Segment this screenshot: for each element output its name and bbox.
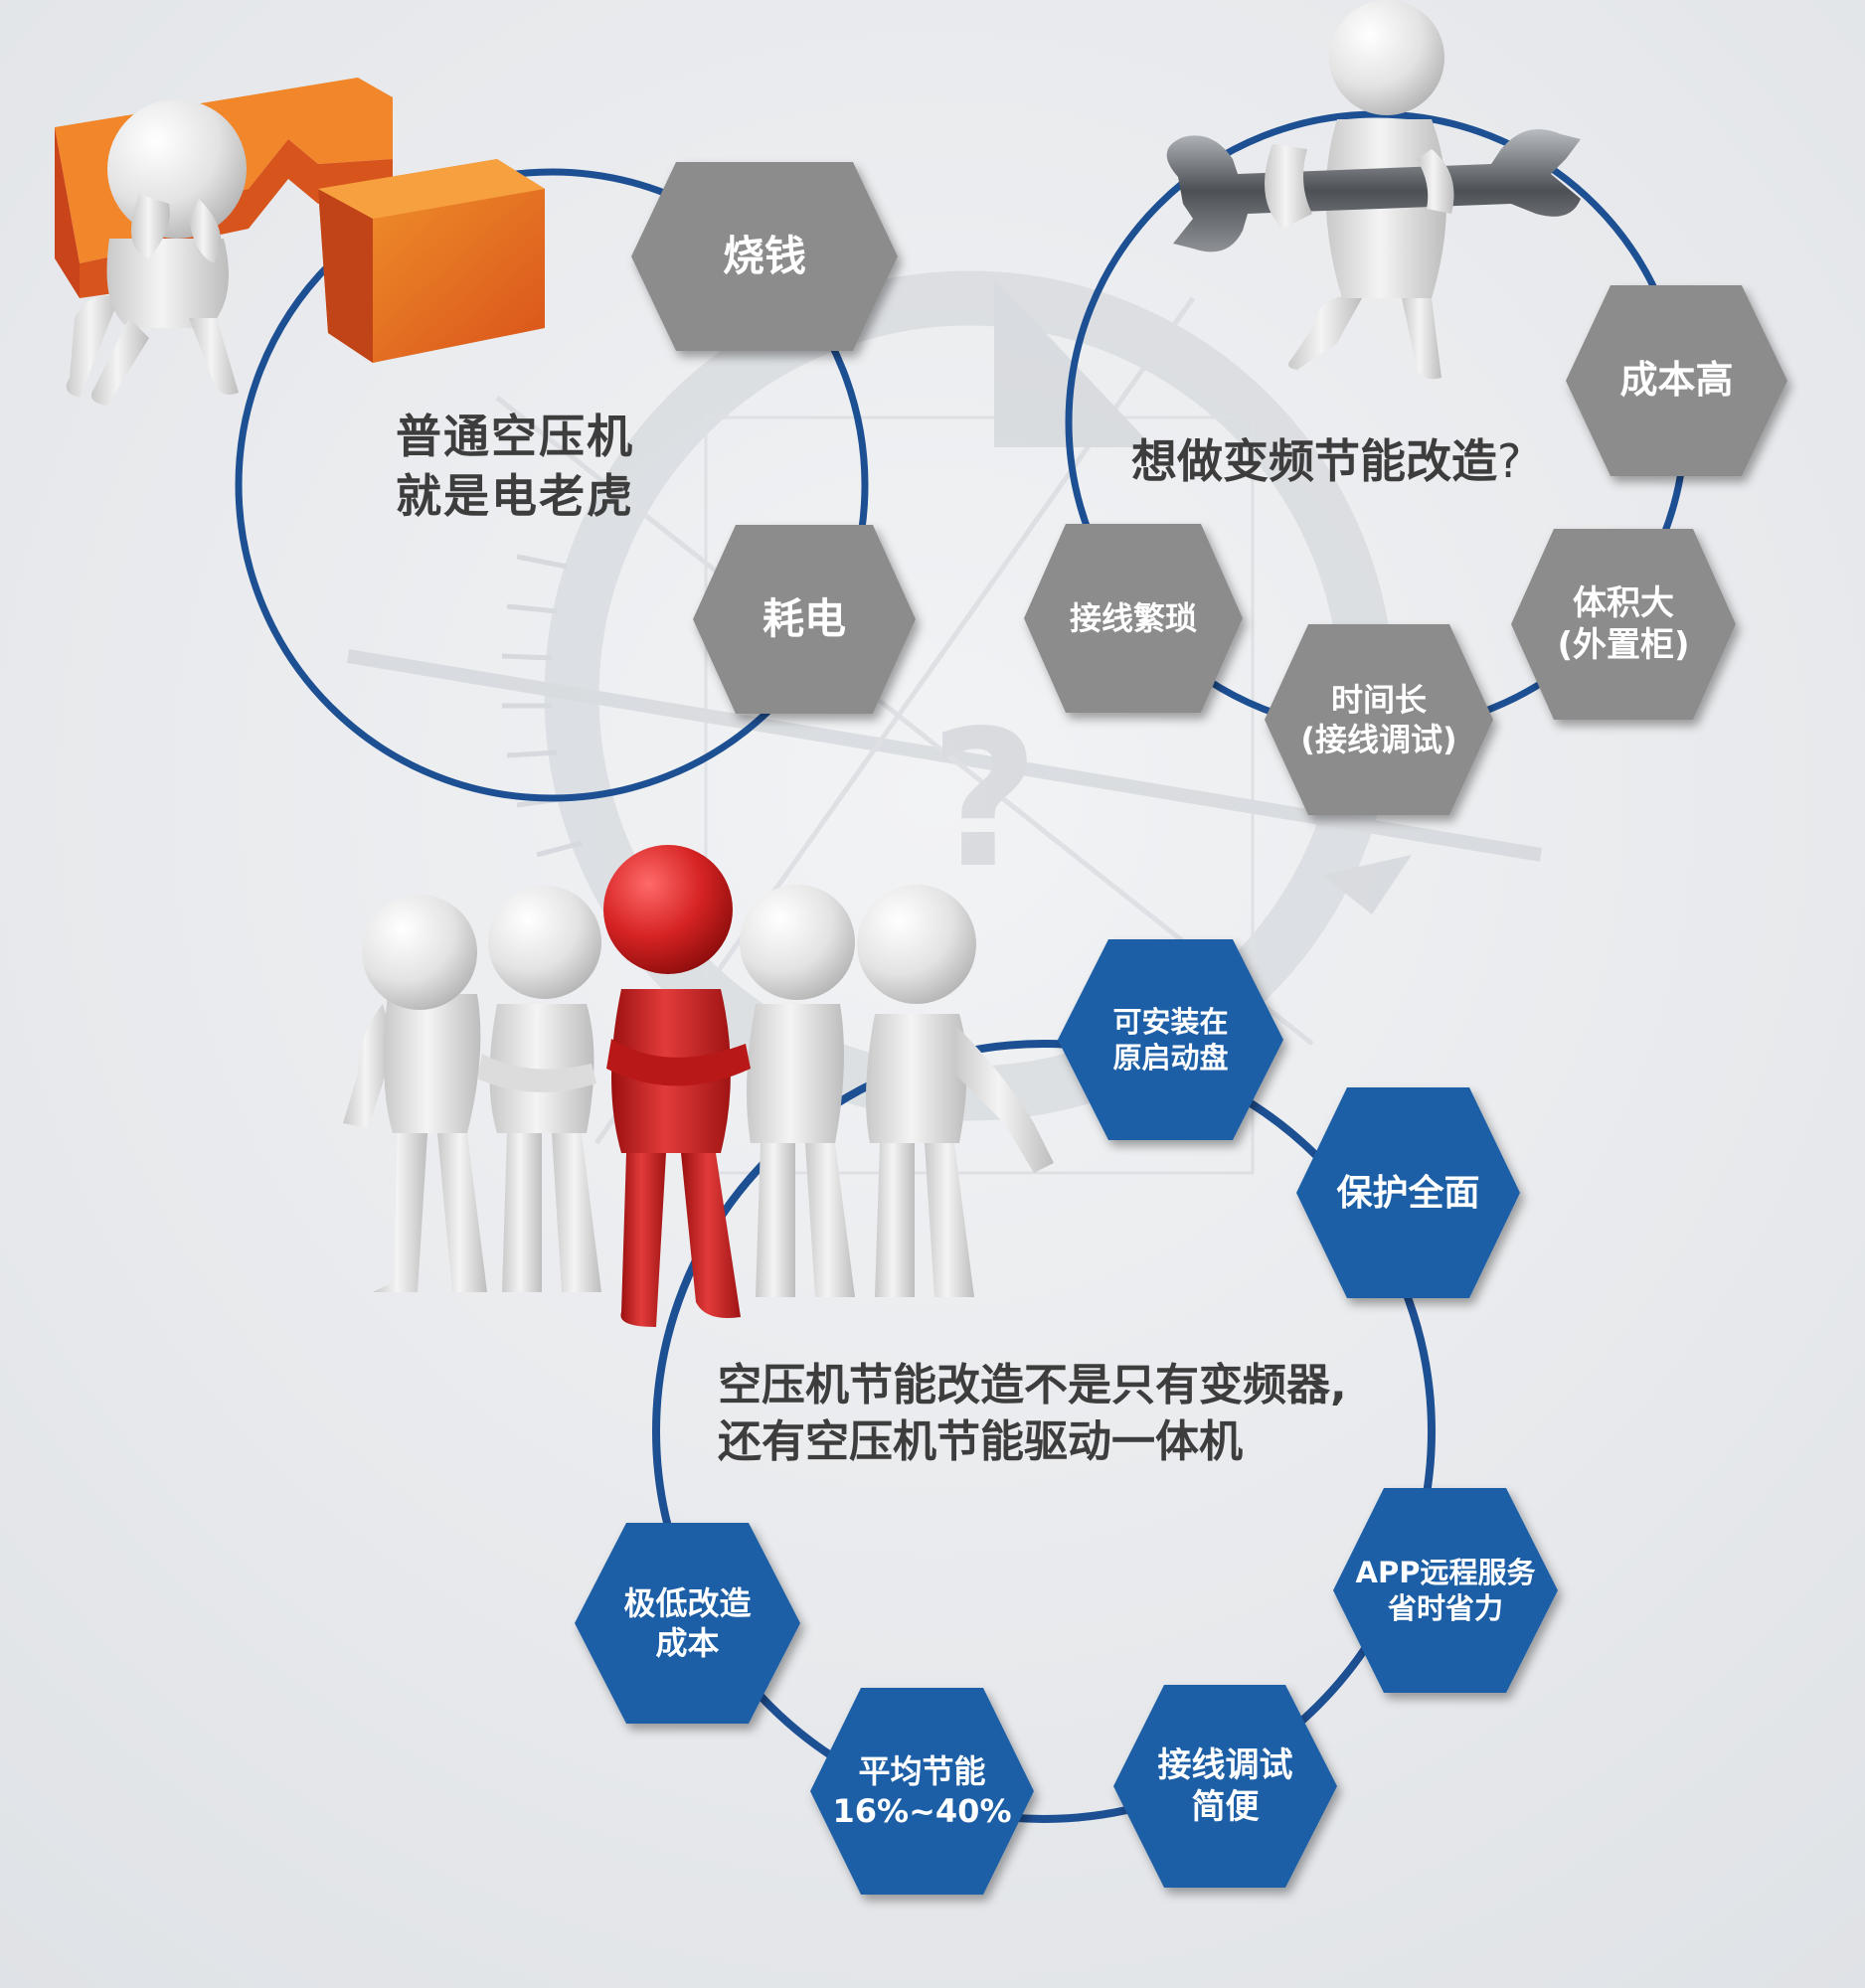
section-one	[55, 78, 916, 802]
hex-wiring-hassle	[1024, 524, 1243, 713]
team-leader-red	[603, 845, 751, 1327]
hex-app-remote-service	[1333, 1488, 1558, 1693]
section-two-heading: 想做变频节能改造?	[1131, 432, 1521, 492]
section-two-question-mark: ?	[1497, 434, 1522, 488]
section-three-ring	[652, 1040, 1436, 1823]
wrench-carrying-person-icon	[1166, 0, 1581, 380]
team-with-leader-icon	[343, 845, 1054, 1327]
hex-high-cost	[1566, 285, 1787, 476]
team-figure-second	[477, 886, 601, 1292]
section-two-heading-text: 想做变频节能改造	[1131, 434, 1497, 488]
team-figure-left	[343, 895, 487, 1292]
team-figure-right	[857, 885, 1054, 1297]
team-figure-fourth	[740, 885, 855, 1297]
hex-large-size	[1511, 529, 1736, 720]
section-three-heading-line1: 空压机节能改造不是只有变频器,	[718, 1360, 1347, 1410]
section-three-heading-line2: 还有空压机节能驱动一体机	[718, 1416, 1243, 1468]
section-one-heading: 普通空压机 就是电老虎	[396, 408, 634, 527]
section-two	[1024, 0, 1787, 815]
puzzle-confused-person-icon	[55, 78, 545, 406]
hex-easy-wiring	[1113, 1685, 1337, 1888]
section-one-heading-line1: 普通空压机	[396, 410, 634, 463]
hex-full-protection	[1296, 1087, 1520, 1298]
section-one-heading-line2: 就是电老虎	[396, 468, 634, 523]
section-one-ring	[235, 168, 869, 802]
hex-average-saving	[810, 1688, 1034, 1895]
background-question-mark: ?	[930, 690, 1039, 910]
hex-burn-money	[631, 162, 898, 351]
section-three	[343, 845, 1558, 1895]
hex-long-time	[1265, 624, 1493, 815]
hex-install-start-panel	[1058, 939, 1283, 1140]
hex-power-hungry	[693, 525, 916, 714]
section-three-heading: 空压机节能改造不是只有变频器, 还有空压机节能驱动一体机	[718, 1357, 1347, 1470]
hex-low-cost	[575, 1523, 800, 1724]
